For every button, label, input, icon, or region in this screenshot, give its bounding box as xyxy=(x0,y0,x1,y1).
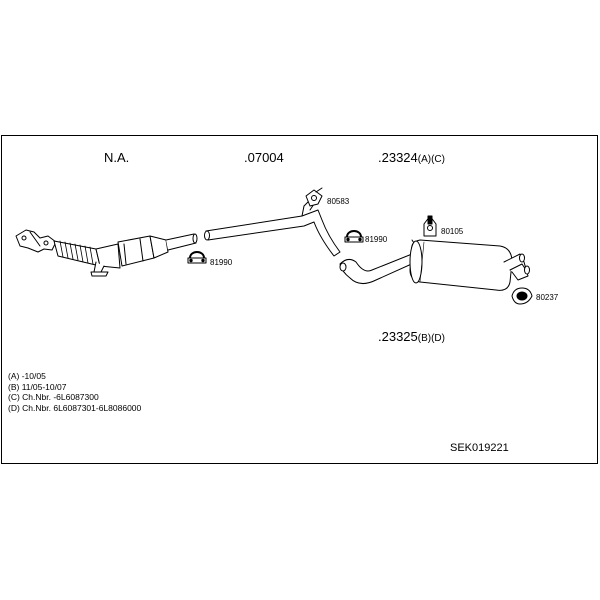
note-d: (D) Ch.Nbr. 6L6087301-6L8086000 xyxy=(8,402,142,413)
variant-notes: (A) -10/05 (B) 11/05-10/07 (C) Ch.Nbr. -… xyxy=(8,371,141,413)
label-23325-suffix: (B)(D) xyxy=(417,333,445,344)
kit-code: SEK019221 xyxy=(450,442,509,454)
label-23324-number: .23324 xyxy=(378,150,418,165)
middle-pipe-07004 xyxy=(204,199,341,257)
label-23325-number: .23325 xyxy=(378,329,418,344)
part-81990-label-left: 81990 xyxy=(210,258,233,267)
label-07004: .07004 xyxy=(244,150,284,165)
part-80105-label: 80105 xyxy=(441,227,464,236)
clamp-81990-right xyxy=(344,230,364,243)
label-na: N.A. xyxy=(104,150,130,165)
part-81990-label-right: 81990 xyxy=(365,235,388,244)
part-80237-label: 80237 xyxy=(536,293,559,302)
label-23325: .23325(B)(D) xyxy=(378,330,445,344)
note-c: (C) Ch.Nbr. -6L6087300 xyxy=(8,392,99,402)
clamp-81990-left xyxy=(187,251,207,264)
rear-muffler xyxy=(339,239,530,291)
note-a: (A) -10/05 xyxy=(8,371,46,381)
front-pipe-with-catalyst xyxy=(15,229,198,277)
label-23324: .23324(A)(C) xyxy=(378,151,445,165)
hanger-80105 xyxy=(423,215,437,237)
diagram-frame xyxy=(1,135,598,464)
hanger-80583 xyxy=(305,187,323,207)
rubber-mount-80237 xyxy=(511,287,533,305)
note-b: (B) 11/05-10/07 xyxy=(8,381,67,392)
part-80583-label: 80583 xyxy=(327,197,350,206)
label-23324-suffix: (A)(C) xyxy=(417,154,445,165)
